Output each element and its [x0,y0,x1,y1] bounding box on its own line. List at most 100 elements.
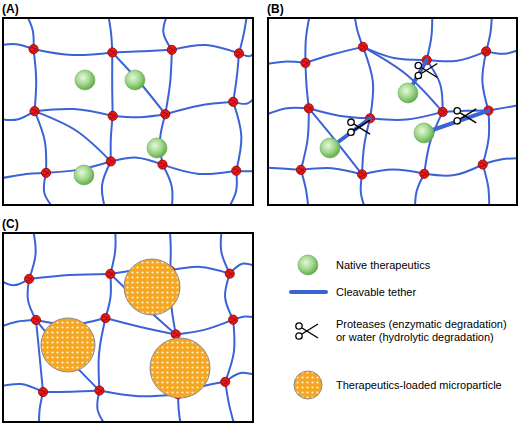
polymer-chain [225,320,234,382]
polymer-network [3,18,253,205]
polymer-chain [111,52,114,115]
polymer-chain [482,51,488,110]
crosslink-knot [440,110,446,115]
polymer-chain [268,108,309,116]
panel-label: (A) [2,2,19,16]
crosslink [420,169,429,178]
polymer-chain [309,108,370,118]
crosslink-knot [159,163,165,168]
crosslink-knot [162,112,168,117]
scissors-icon [415,62,437,78]
crosslink [357,170,366,179]
crosslink [301,58,310,67]
polymer-chain [301,108,309,170]
crosslink [106,157,115,166]
polymer-chain [301,168,362,174]
crosslink-knot [222,380,228,385]
crosslink [106,269,115,278]
cleavable-tether [291,290,326,294]
polymer-chain [165,102,233,114]
polymer-chain [165,50,172,114]
crosslink [30,107,39,116]
crosslink [29,45,38,54]
polymer-chain [35,111,111,161]
polymer-chain [111,116,113,162]
crosslink-knot [102,316,108,321]
native-therapeutic [320,138,340,158]
crosslink [101,313,110,322]
polymer-chain [225,382,235,422]
microparticle [294,371,322,399]
polymer-chain [427,18,433,60]
crosslink-knot [169,48,175,53]
polymer-chain [225,274,233,320]
legend-label: Cleavable tether [336,286,516,299]
crosslink-knot [43,171,49,176]
crosslink-knot [480,163,486,168]
crosslink [158,160,167,169]
polymer-chain [268,62,305,65]
polymer-chain [162,165,172,205]
crosslink-knot [227,272,233,277]
crosslink-knot [108,159,114,164]
crosslink-knot [33,318,39,323]
crosslink-knot [306,106,312,111]
polymer-chain [110,233,115,274]
therapeutics [41,60,488,398]
polymer-chain [108,18,112,52]
polymer-chain [172,45,239,53]
polymer-chain [486,18,492,51]
polymer-chain [483,158,517,164]
network-panel: (C) [2,232,254,423]
microparticle [124,259,180,315]
polymer-chain [301,170,309,205]
crosslink [25,274,34,283]
crosslink [358,42,367,51]
polymer-chain [221,233,230,274]
native-therapeutic [75,70,95,90]
panel-label: (C) [2,217,19,231]
crosslink-knot [96,389,102,394]
polymer-chain [111,158,163,165]
crosslink-knot [109,50,115,55]
crosslink-knot [233,169,239,174]
polymer-chain [27,279,35,320]
crosslink-knot [31,47,37,52]
crosslink-knot [236,51,242,56]
crosslink-knot [360,45,366,50]
legend-label: Therapeutics-loaded microparticle [336,379,516,392]
polymer-chain [113,114,166,117]
polymer-chain [176,320,233,335]
polymer-chain [3,320,36,328]
polymer-chain [170,267,230,274]
scissors-icon [454,108,476,124]
polymer-chain [370,112,443,120]
crosslink-knot [110,114,116,119]
crosslink [108,48,117,57]
polymer-chain [102,161,111,205]
crosslink-knot [32,109,38,114]
legend-label: Native therapeutics [336,259,516,272]
native-therapeutic [147,138,167,158]
polymer-chain [309,108,362,174]
crosslink [232,166,241,175]
crosslink [225,269,234,278]
polymer-chain [162,165,236,175]
polymer-chain [424,165,483,176]
crosslink [221,377,230,386]
crosslink [482,47,491,56]
crosslink [167,45,176,54]
crosslink [304,104,313,113]
polymer-chain [34,49,37,111]
polymer-chain [112,52,165,114]
polymer-chain [29,233,36,279]
crosslink [161,110,170,119]
legend-label: Proteases (enzymatic degradation) or wat… [336,318,516,344]
crosslink [438,107,447,116]
polymer-chain [483,165,490,205]
polymer-chain [227,171,237,205]
crosslink [234,49,243,58]
crosslink-knot [483,49,489,54]
panel-label: (B) [267,2,284,16]
